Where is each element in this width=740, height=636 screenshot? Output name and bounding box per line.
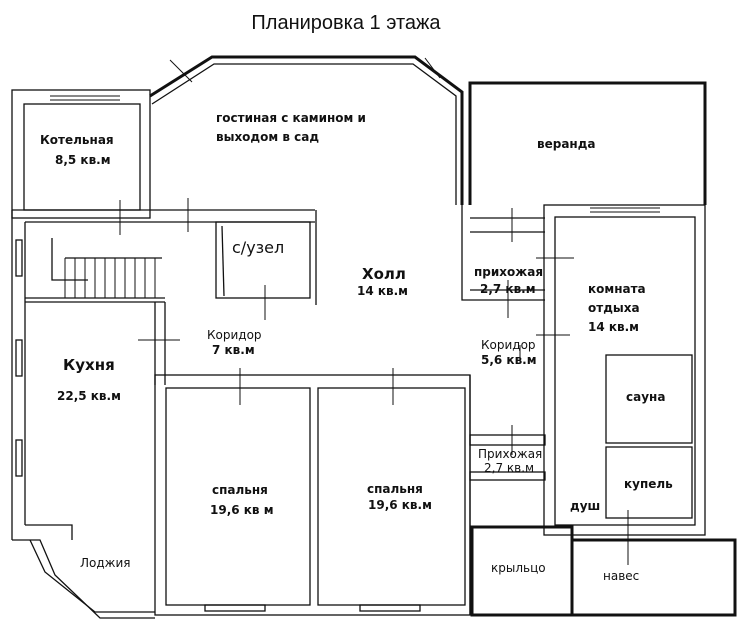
kitchen-name: Кухня [63,356,115,374]
rest-room-inner-wall [554,216,696,526]
hall-area: 14 кв.м [357,284,408,298]
sauna-name: сауна [626,390,666,404]
hall-name: Холл [362,265,406,283]
loggia-wall [12,539,155,619]
veranda-name: веранда [537,137,596,151]
entry1-area: 2,7 кв.м [480,282,536,296]
kitchen-area: 22,5 кв.м [57,389,121,403]
bedroom2-area: 19,6 кв.м [368,498,432,512]
rest-room-outer-wall [543,204,706,536]
stair-railing [51,238,88,281]
sauna-wall [605,354,693,444]
stair-steps [64,258,156,298]
rest-area: 14 кв.м [588,320,639,334]
plan-title: Планировка 1 этажа [251,12,441,34]
canopy-wall [572,538,737,617]
wc-wall [215,221,311,299]
porch-wall [470,525,574,617]
font-wall [605,446,693,519]
living-name: гостиная с камином и [216,111,366,125]
corridor2-area: 5,6 кв.м [481,353,537,367]
porch-name: крыльцо [491,561,546,575]
bedroom1-area: 19,6 кв м [210,503,274,517]
font-name: купель [624,477,673,491]
veranda-wall [468,81,707,205]
shower-name: душ [570,499,601,513]
corridor1-area: 7 кв.м [212,343,255,357]
entry2-area: 2,7 кв.м [484,461,535,475]
boiler-outer-wall [11,89,151,219]
rest-name: комната [588,282,646,296]
entry1-name: прихожая [474,265,544,279]
wc-name: с/узел [232,238,285,257]
living-room-wall [149,55,464,205]
corridor2-name: Коридор [481,338,536,352]
canopy-name: навес [603,569,640,583]
living-name-2: выходом в сад [216,130,320,144]
corridor1-name: Коридор [207,328,262,342]
boiler-name: Котельная [40,133,114,147]
boiler-area: 8,5 кв.м [55,153,111,167]
rest-name-2: отдыха [588,301,640,315]
bedroom2-name: спальня [367,482,423,496]
bedroom1-name: спальня [212,483,268,497]
entry2-name: Прихожая [478,447,543,461]
loggia-name: Лоджия [80,556,131,570]
